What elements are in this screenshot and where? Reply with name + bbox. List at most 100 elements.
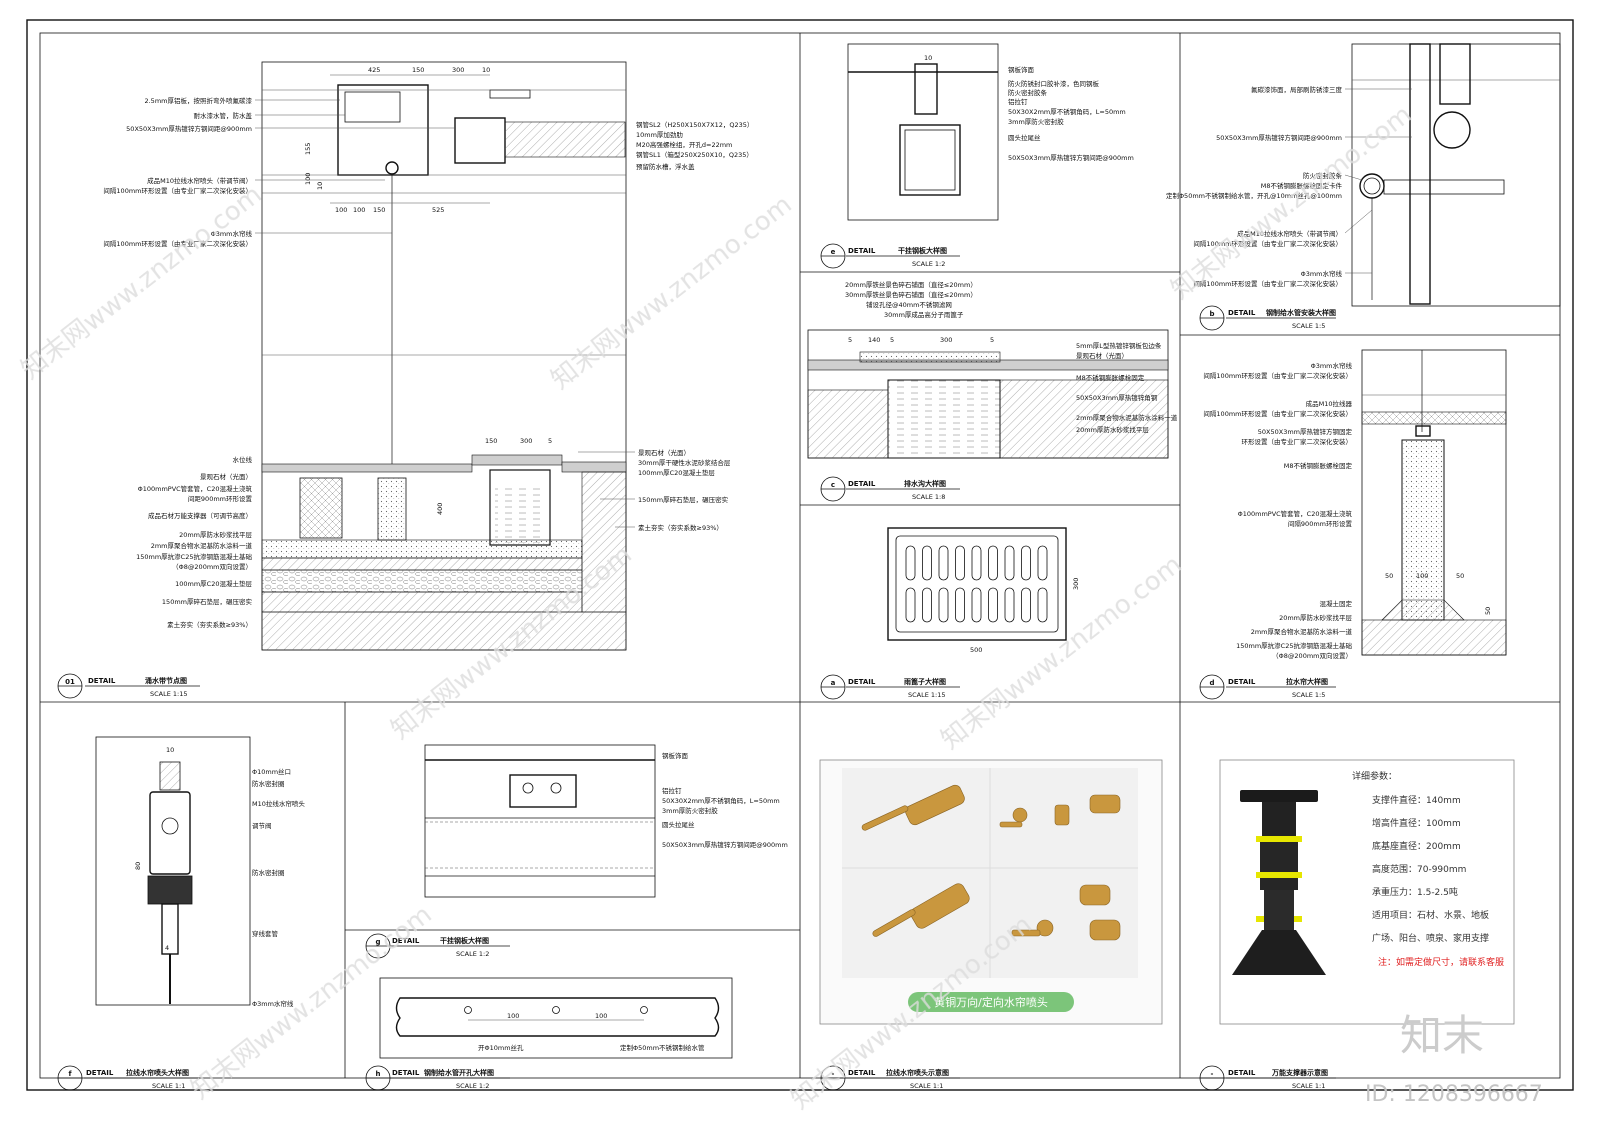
hole-h-2: [552, 1006, 560, 1014]
detail-b: 氟碳漆饰面，局部刷防锈漆三度 50X50X3mm厚热镀锌方钢间距@900mm 防…: [1166, 43, 1561, 331]
labels-bottom-left: 水位线 景观石材（光面） Φ100mmPVC管套管，C20混凝土浇筑 间距900…: [136, 455, 252, 629]
label-br-1: 30mm厚干硬性水泥砂浆结合层: [638, 458, 731, 467]
label-right-4: 预留防水槽，浮水盖: [636, 162, 695, 171]
id-watermark: ID: 1208396667: [1365, 1082, 1543, 1107]
detail-g-boundary: [424, 744, 656, 898]
soil-bottom: [261, 611, 627, 651]
hole-h-1: [464, 1006, 472, 1014]
label-e-2: 防火密封胶条: [1008, 88, 1048, 97]
grate-inner: [895, 535, 1059, 633]
square-tube-inner: [904, 129, 956, 191]
detail-h-boundary: [379, 977, 733, 1059]
pedestal-ring-1: [1256, 836, 1302, 842]
grate-slot: [1037, 587, 1048, 623]
label-f-1: 防水密封圈: [252, 779, 285, 788]
label-right-2: M20高强螺栓组，开孔d=22mm: [636, 140, 732, 149]
detail-e-top: 10 钢板饰面 防火防锈封口胶补漆，色同钢板 防火密封胶条 铝拉钉 50X30X…: [820, 43, 1134, 269]
seal-f: [147, 875, 193, 905]
detail-d: 50 100 50 50 Φ3mm水帘线 间隔100mm环形设置（由专业厂家二次…: [1199, 349, 1507, 700]
title-block-f: f DETAIL 拉线水帘喷头大样图 SCALE 1:1: [57, 1065, 200, 1091]
label-d-7: Φ100mmPVC管套管，C20混凝土浇筑: [1238, 509, 1353, 518]
label-c-right-4: 2mm厚聚合物水泥基防水涂料一道: [1076, 413, 1178, 422]
label-bl-7: 150mm厚抗渗C25抗渗钢筋混凝土基础: [136, 552, 252, 561]
dim-pool-0: 150: [485, 437, 497, 445]
brass-fitting-1: [1054, 804, 1070, 826]
stone-d: [1361, 411, 1507, 425]
title-no-c: c: [831, 481, 835, 489]
label-f-5: 穿线套管: [252, 929, 279, 938]
dim-c-2: 5: [890, 336, 894, 344]
pedestal-top-plate: [1240, 790, 1318, 802]
detail-h: 100 100 开Φ10mm丝孔 定制Φ50mm不锈钢制给水管 h DETAIL…: [365, 977, 733, 1091]
grate-top: [859, 351, 1001, 363]
grate-slot: [1004, 587, 1015, 623]
title-no-b: b: [1209, 310, 1214, 318]
grate-slot: [938, 545, 949, 581]
label-bl-0: 水位线: [233, 455, 253, 464]
label-b-8: 间隔100mm环形设置（由专业厂家二次深化安装）: [1193, 279, 1342, 288]
label-g-3: 3mm厚防火密封胶: [662, 806, 718, 815]
param-3: 高度范围：70-990mm: [1372, 863, 1466, 875]
labels-b: 氟碳漆饰面，局部刷防锈漆三度 50X50X3mm厚热镀锌方钢间距@900mm 防…: [1166, 85, 1412, 288]
dim-bottom-2: 150: [373, 206, 385, 214]
dim-h-0: 100: [507, 1012, 519, 1020]
label-d-11: 2mm厚聚合物水泥基防水涂料一道: [1251, 627, 1353, 636]
dim-e: 10: [924, 54, 932, 62]
dim-c-1: 140: [868, 336, 880, 344]
label-g-1: 铝拉钉: [662, 786, 682, 795]
square-tube-b: [1409, 43, 1431, 305]
dim-h-1: 100: [595, 1012, 607, 1020]
title-no-p2: -: [1211, 1070, 1214, 1078]
label-b-6: 间隔100mm环形设置（由专业厂家二次深化安装）: [1193, 239, 1342, 248]
param-0: 支撑件直径：140mm: [1372, 794, 1461, 806]
pedestal-ring-2: [1256, 872, 1302, 878]
label-f-3: 调节阀: [252, 821, 272, 830]
stiffener-plate: [489, 89, 531, 99]
labels-d: Φ3mm水帘线 间隔100mm环形设置（由专业厂家二次深化安装） 成品M10拉线…: [1203, 361, 1352, 660]
title-scale-f: SCALE 1:1: [152, 1082, 185, 1090]
label-d-5: 环形设置（由专业厂家二次深化安装）: [1242, 437, 1353, 446]
title-no: 01: [65, 678, 75, 686]
pipe-section-b: [1433, 111, 1471, 149]
grate-slot: [938, 587, 949, 623]
nozzle-body-f: [149, 791, 191, 875]
concrete-pillar-d: [1401, 439, 1445, 621]
title-scale: SCALE 1:15: [150, 690, 188, 698]
title-scale-c: SCALE 1:8: [912, 493, 945, 501]
label-b-3: M8不锈钢膨胀螺栓固定卡件: [1261, 181, 1343, 190]
label-d-3: 间隔100mm环形设置（由专业厂家二次深化安装）: [1203, 409, 1352, 418]
param-1: 增高件直径：100mm: [1372, 817, 1461, 829]
label-c-right-1: 景观石材（光面）: [1076, 351, 1128, 360]
brass-fitting-4: [1089, 919, 1121, 941]
detail-e-boundary: [847, 43, 999, 221]
labels-e: 钢板饰面 防火防锈封口胶补漆，色同钢板 防火密封胶条 铝拉钉 50X30X2mm…: [1008, 65, 1134, 162]
brass-nozzle-2: [910, 883, 970, 929]
label-top-4: 间隔100mm环形设置（由专业厂家二次深化安装）: [103, 186, 252, 195]
gravel-layer: [261, 569, 583, 593]
brass-fitting-3: [1079, 884, 1111, 906]
concrete-cushion: [261, 557, 583, 571]
dim-depth: 400: [436, 503, 444, 515]
title-block-c: c DETAIL 排水沟大样图 SCALE 1:8: [820, 476, 960, 502]
footing-d: [1381, 599, 1465, 621]
label-d-6: M8不锈钢膨胀螺栓固定: [1284, 461, 1353, 470]
title-text-d: 拉水帘大样图: [1286, 677, 1328, 686]
param-5: 适用项目：石材、水景、地板: [1372, 909, 1489, 921]
brass-fitting-2: [1089, 794, 1121, 814]
label-e-5: 3mm厚防火密封胶: [1008, 117, 1064, 126]
label-g-2: 50X30X2mm厚不锈钢角码，L=50mm: [662, 796, 780, 805]
concrete-foundation: [261, 539, 583, 559]
title-text-b: 钢制给水管安装大样图: [1266, 308, 1336, 317]
label-b-2: 防火密封胶条: [1303, 171, 1343, 180]
bolt-g-2: [550, 782, 562, 794]
title-scale-p1: SCALE 1:1: [910, 1082, 943, 1090]
label-g-0: 钢板饰面: [662, 751, 689, 760]
wall-right-c: [999, 379, 1169, 459]
grate-slot: [988, 545, 998, 581]
pipe-run-b: [1383, 179, 1505, 195]
label-d-12: 150mm厚抗渗C25抗渗钢筋混凝土基础: [1236, 641, 1352, 650]
label-br-3: 150mm厚碎石垫层，碾压密实: [638, 495, 729, 504]
brass-ball-stem-2: [1011, 929, 1041, 937]
label-br-4: 素土夯实（夯实系数≥93%）: [638, 523, 723, 532]
